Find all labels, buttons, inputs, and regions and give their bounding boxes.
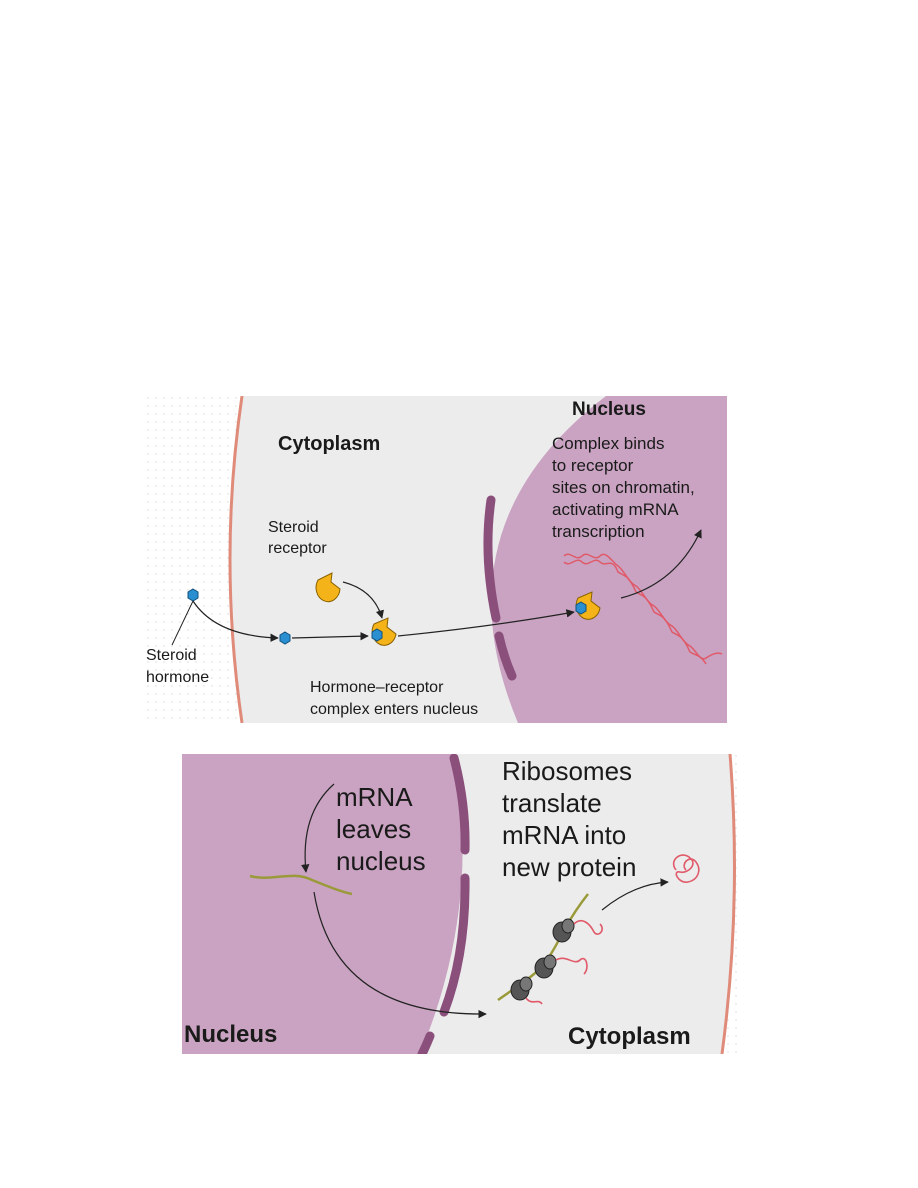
hormone-leader-line	[171, 600, 194, 646]
top-panel: Cytoplasm Nucleus Complex binds to recep…	[146, 396, 727, 723]
cytoplasm-label: Cytoplasm	[568, 1023, 691, 1050]
hormone-entry-arrow	[192, 600, 279, 642]
bottom-panel-diagram: mRNA leaves nucleus Ribosomes translate …	[182, 754, 738, 1054]
ribosome	[510, 976, 533, 1001]
caption-line: to receptor	[552, 456, 634, 475]
plasma-membrane	[720, 754, 736, 1054]
nucleus-region	[491, 396, 727, 723]
hormone-receptor-caption: Hormone–receptor complex enters nucleus	[310, 679, 478, 718]
steroid-receptor-caption: Steroid receptor	[268, 519, 327, 557]
nuclear-envelope-segment	[417, 1031, 435, 1054]
mrna-strand-nucleus	[249, 874, 353, 896]
caption-line: hormone	[146, 669, 209, 686]
nucleus-label: Nucleus	[572, 399, 646, 420]
ribosome	[552, 918, 575, 943]
caption-line: nucleus	[336, 846, 426, 876]
caption-line: mRNA into	[502, 820, 626, 850]
steroid-hormone-molecule	[187, 588, 199, 602]
caption-line: activating mRNA	[552, 500, 679, 519]
ribosome	[534, 954, 557, 979]
nucleus-label: Nucleus	[184, 1021, 277, 1048]
steroid-receptor-shape	[315, 572, 341, 603]
transcription-arrow	[620, 529, 702, 599]
hormone-receptor-complex	[371, 617, 397, 646]
bottom-panel: mRNA leaves nucleus Ribosomes translate …	[182, 754, 738, 1054]
ribosomes-caption: Ribosomes translate mRNA into new protei…	[502, 756, 636, 882]
chromatin-dna-helix	[563, 553, 723, 665]
caption-line: new protein	[502, 852, 636, 882]
mrna-to-cytoplasm-arrow	[313, 891, 487, 1019]
caption-line: receptor	[268, 540, 327, 557]
caption-line: Steroid	[146, 647, 197, 664]
hormone-to-receptor-arrow	[291, 632, 369, 641]
mrna-exit-arrow	[301, 783, 335, 873]
complex-to-nucleus-arrow	[397, 609, 575, 637]
caption-line: Ribosomes	[502, 756, 632, 786]
complex-binds-caption: Complex binds to receptor sites on chrom…	[552, 434, 695, 541]
nuclear-envelope-segment	[439, 873, 470, 1017]
receptor-binding-arrow	[342, 581, 384, 619]
top-panel-diagram: Cytoplasm Nucleus Complex binds to recep…	[146, 396, 727, 723]
mrna-leaves-caption: mRNA leaves nucleus	[336, 782, 426, 876]
cytoplasm-label: Cytoplasm	[278, 433, 380, 455]
caption-line: mRNA	[336, 782, 413, 812]
caption-line: sites on chromatin,	[552, 478, 695, 497]
caption-line: leaves	[336, 814, 411, 844]
caption-line: translate	[502, 788, 602, 818]
plasma-membrane	[228, 396, 244, 723]
caption-line: complex enters nucleus	[310, 701, 478, 718]
nuclear-envelope-segment	[483, 495, 501, 623]
nuclear-envelope-segment	[494, 631, 517, 681]
steroid-hormone-molecule	[279, 631, 291, 645]
nucleus-region	[182, 754, 463, 1054]
caption-line: Complex binds	[552, 434, 664, 453]
protein-release-arrow	[601, 878, 669, 911]
nascent-protein-chain	[525, 997, 543, 1005]
complex-on-chromatin	[575, 591, 601, 620]
nuclear-envelope-segment	[449, 754, 470, 855]
nascent-protein-chain	[555, 957, 588, 975]
caption-line: transcription	[552, 522, 645, 541]
steroid-hormone-caption: Steroid hormone	[146, 647, 209, 686]
folded-protein	[672, 854, 700, 883]
caption-line: Hormone–receptor	[310, 679, 444, 696]
caption-line: Steroid	[268, 519, 319, 536]
nascent-protein-chain	[573, 919, 603, 935]
